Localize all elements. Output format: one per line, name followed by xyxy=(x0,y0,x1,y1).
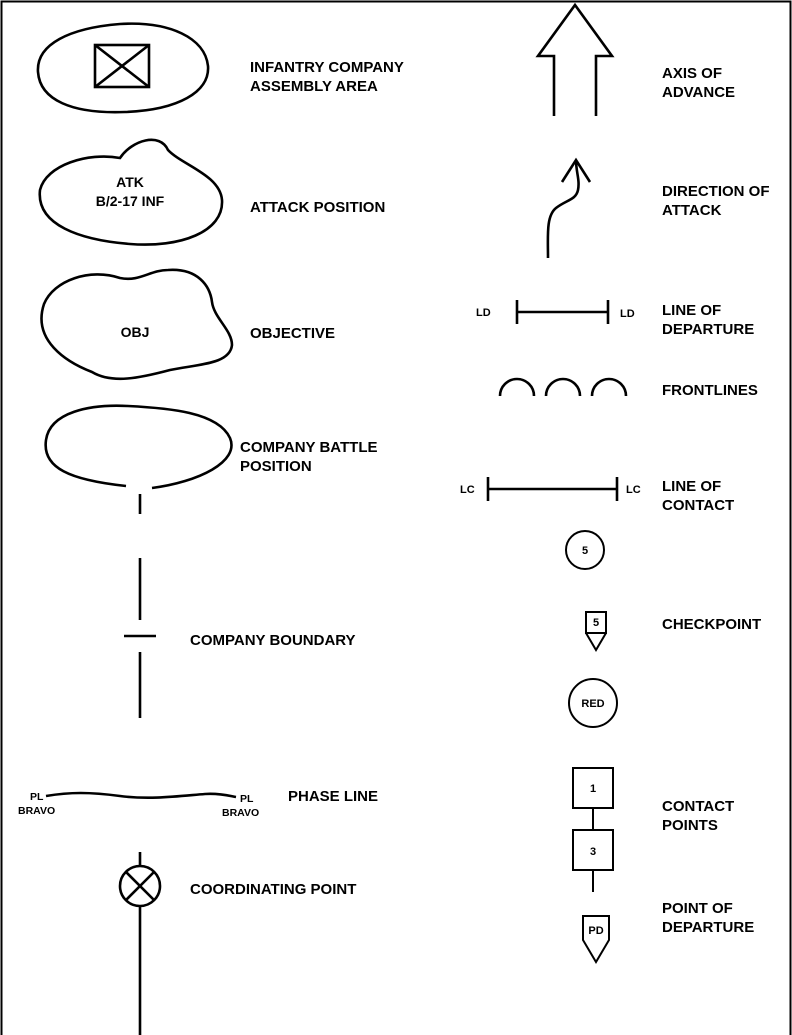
pd-label-1: POINT OF xyxy=(662,900,733,917)
direction-of-attack-symbol xyxy=(546,157,592,259)
assembly-area-label-2: ASSEMBLY AREA xyxy=(250,78,378,95)
contact-box-1: 1 xyxy=(590,783,596,795)
checkpoint-marker-symbol xyxy=(585,611,607,652)
lc-right-tag: LC xyxy=(626,484,641,496)
axis-of-advance-symbol xyxy=(535,2,615,116)
contact-circle-symbol xyxy=(568,678,618,728)
ld-label-1: LINE OF xyxy=(662,302,721,319)
ld-left-tag: LD xyxy=(476,307,491,319)
phase-line-left-top: PL xyxy=(30,791,44,803)
attack-position-inner-2: B/2-17 INF xyxy=(96,193,165,209)
ld-right-tag: LD xyxy=(620,308,635,320)
checkpoint-circle-symbol xyxy=(565,530,605,570)
phase-line-right-top: PL xyxy=(240,793,254,805)
assembly-area-label-1: INFANTRY COMPANY xyxy=(250,59,404,76)
axis-label-2: ADVANCE xyxy=(662,84,735,101)
battle-position-label-2: POSITION xyxy=(240,458,312,475)
point-of-departure-symbol xyxy=(582,915,610,964)
company-boundary-label: COMPANY BOUNDARY xyxy=(190,632,356,649)
lc-label-1: LINE OF xyxy=(662,478,721,495)
pd-label-2: DEPARTURE xyxy=(662,919,754,936)
contact-points-label-1: CONTACT xyxy=(662,798,734,815)
ld-label-2: DEPARTURE xyxy=(662,321,754,338)
line-of-departure-symbol xyxy=(515,300,610,324)
direction-label-1: DIRECTION OF xyxy=(662,183,770,200)
contact-points-symbol xyxy=(572,767,614,892)
phase-line-label: PHASE LINE xyxy=(288,788,378,805)
frontlines-label: FRONTLINES xyxy=(662,382,758,399)
contact-box-2: 3 xyxy=(590,846,596,858)
battle-position-symbol xyxy=(44,404,233,514)
assembly-area-symbol xyxy=(36,22,210,114)
line-of-contact-symbol xyxy=(486,477,619,501)
attack-position-symbol xyxy=(38,138,224,246)
phase-line-right-bottom: BRAVO xyxy=(222,807,259,819)
lc-left-tag: LC xyxy=(460,484,475,496)
phase-line-left-bottom: BRAVO xyxy=(18,805,55,817)
phase-line-symbol xyxy=(45,791,237,800)
lc-label-2: CONTACT xyxy=(662,497,734,514)
company-boundary-symbol xyxy=(124,558,156,718)
frontlines-symbol xyxy=(498,377,628,397)
attack-position-inner-1: ATK xyxy=(116,174,144,190)
coordinating-point-label: COORDINATING POINT xyxy=(190,881,356,898)
contact-circle-text: RED xyxy=(581,698,604,710)
direction-label-2: ATTACK xyxy=(662,202,722,219)
checkpoint-label: CHECKPOINT xyxy=(662,616,761,633)
axis-label-1: AXIS OF xyxy=(662,65,722,82)
pd-marker-text: PD xyxy=(588,925,603,937)
infantry-unit-icon xyxy=(93,43,151,89)
battle-position-label-1: COMPANY BATTLE xyxy=(240,439,378,456)
checkpoint-circle-number: 5 xyxy=(582,545,588,557)
objective-inner-text: OBJ xyxy=(121,324,150,340)
objective-label: OBJECTIVE xyxy=(250,325,335,342)
coordinating-point-symbol xyxy=(118,852,162,1035)
checkpoint-marker-number: 5 xyxy=(593,617,599,629)
attack-position-label: ATTACK POSITION xyxy=(250,199,385,216)
objective-symbol xyxy=(40,268,234,381)
contact-points-label-2: POINTS xyxy=(662,817,718,834)
